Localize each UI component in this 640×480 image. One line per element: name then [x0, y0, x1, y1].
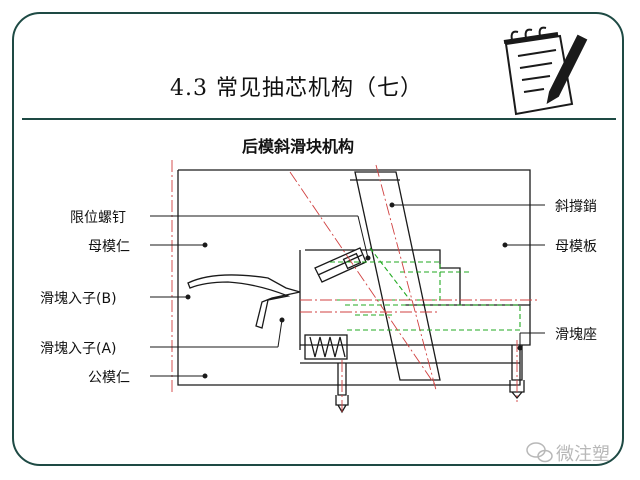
label-slide-insert-a: 滑塊入子(A) — [40, 341, 117, 357]
diagram-subtitle: 后模斜滑块机构 — [242, 137, 355, 156]
label-slide-seat: 滑塊座 — [555, 327, 597, 343]
angle-pin — [354, 171, 441, 381]
label-cavity-insert: 母模仁 — [88, 239, 130, 255]
slide-insert-b-shape — [187, 274, 301, 329]
watermark-text: 微注塑 — [556, 444, 610, 465]
slide-frame — [12, 12, 624, 466]
label-cavity-plate: 母模板 — [555, 239, 597, 255]
spring-shape — [304, 334, 348, 360]
label-angle-pin: 斜撐銷 — [555, 199, 597, 215]
slide-title: 4.3 常见抽芯机构（七） — [170, 76, 423, 101]
cavity-plate-outline — [178, 169, 531, 305]
label-limit-screw: 限位螺钉 — [70, 210, 126, 226]
title-divider — [22, 118, 616, 120]
label-slide-insert-b: 滑塊入子(B) — [40, 291, 117, 307]
label-core-insert: 公模仁 — [88, 370, 130, 386]
